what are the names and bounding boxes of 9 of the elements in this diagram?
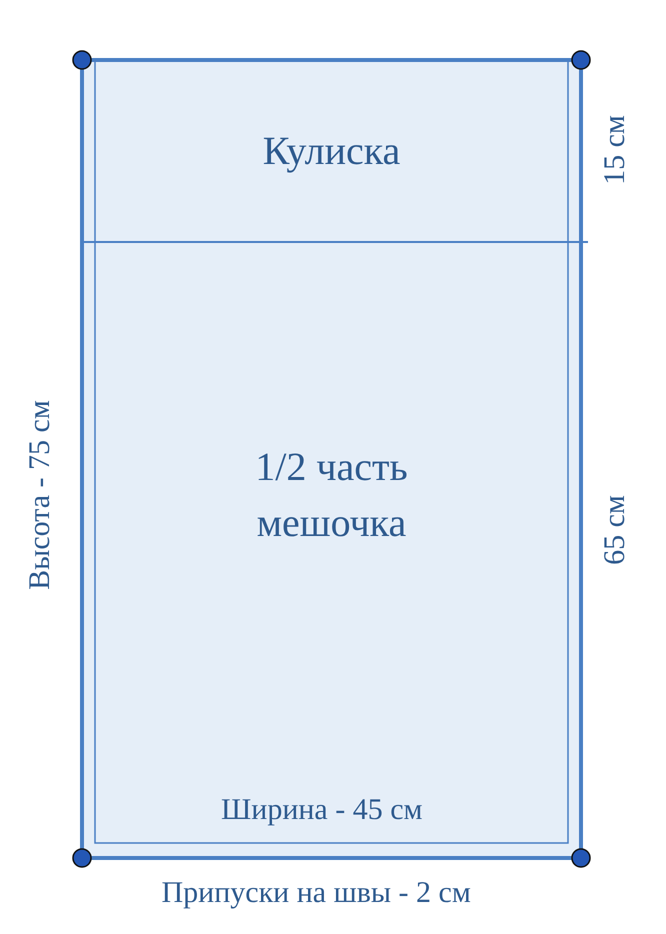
note-text: Припуски на швы - 2 см: [162, 876, 471, 910]
dimension-label: 15 см: [598, 115, 632, 185]
drawstring-band-area: [82, 60, 581, 242]
area-label: 1/2 часть мешочка: [254, 443, 409, 547]
bag-panel-area: [82, 242, 581, 858]
dimension-label: Ширина - 45 см: [221, 793, 423, 827]
dimension-label: Высота - 75 см: [22, 400, 57, 590]
dimension-label: 65 см: [598, 495, 632, 565]
area-label: Кулиска: [262, 127, 402, 175]
